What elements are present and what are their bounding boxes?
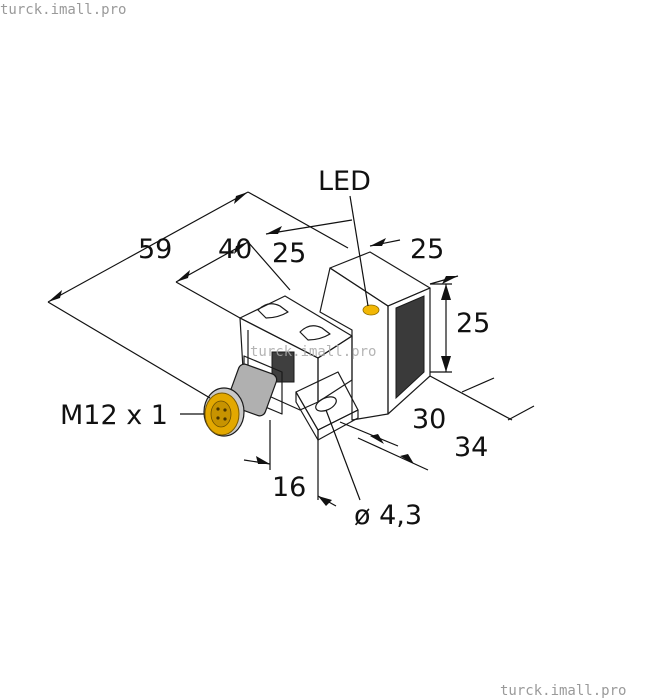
dim-16-arrow-right <box>318 496 332 506</box>
dim-40-arrow-right <box>234 242 248 254</box>
connector-pin-1 <box>216 407 220 411</box>
head-side-bevel <box>395 295 425 400</box>
mounting-lug-side <box>317 409 359 441</box>
connector-pin-3 <box>216 416 220 420</box>
connector-pin-4 <box>223 417 227 421</box>
led-indicator <box>362 304 380 316</box>
label-bracket-length: 40 <box>218 234 252 265</box>
dim-34-ext-bottom <box>357 437 429 471</box>
watermark-top-left: turck.imall.pro <box>0 2 126 18</box>
dim-40-arrow-left <box>176 270 190 282</box>
label-led: LED <box>318 166 371 197</box>
dim-59-arrow-left <box>48 290 62 302</box>
label-connector-offset: 16 <box>272 472 306 503</box>
dim-30-ext-bottom <box>339 421 399 447</box>
dim-40-ext-right <box>247 241 291 291</box>
label-hole-diameter: ø 4,3 <box>354 500 422 531</box>
dim-25-width-arrow-right <box>442 276 458 284</box>
label-depth-34: 34 <box>454 432 488 463</box>
mounting-lug-front <box>295 391 319 441</box>
bracket-slot <box>271 351 295 383</box>
bracket-groove-1 <box>257 303 289 319</box>
watermark-bottom-right: turck.imall.pro <box>500 683 626 699</box>
dim-25-length-line <box>265 219 353 235</box>
sensor-body <box>203 251 431 441</box>
connector-face <box>210 400 232 428</box>
label-total-length: 59 <box>138 234 172 265</box>
dim-34-ext <box>429 375 513 421</box>
led-leader-line <box>349 195 369 307</box>
hole-leader-line <box>325 409 361 501</box>
dim-30-arrow <box>370 434 384 444</box>
dim-30-arrow-line <box>461 377 495 393</box>
dim-25-height-arrow-bottom <box>441 356 451 372</box>
dim-16-arrow-left <box>256 456 270 464</box>
dim-25-width-arrow-left <box>370 238 386 246</box>
watermark-center: turck.imall.pro <box>250 344 376 360</box>
dim-59-ext-left <box>47 301 211 399</box>
dim-59-ext-right <box>247 191 349 249</box>
dim-59-line <box>47 191 249 303</box>
label-head-width: 25 <box>410 234 444 265</box>
dim-59-arrow-right <box>234 192 248 204</box>
label-connector: M12 x 1 <box>60 400 168 431</box>
mounting-lug-top <box>295 371 359 431</box>
dimension-lines <box>47 191 535 507</box>
dim-25-height-arrow-top <box>441 284 451 300</box>
bracket-groove-2 <box>299 325 331 341</box>
label-depth-30: 30 <box>412 404 446 435</box>
dim-34-arrow <box>400 454 414 464</box>
dim-25-length-arrow <box>266 226 282 234</box>
label-head-height: 25 <box>456 308 490 339</box>
dim-40-ext-left <box>175 281 241 319</box>
dimension-labels: LED 59 40 25 25 25 30 34 M12 x 1 16 ø 4,… <box>60 166 490 531</box>
connector-pin-2 <box>223 408 227 412</box>
label-head-length: 25 <box>272 238 306 269</box>
mounting-hole <box>315 396 337 412</box>
dim-34-arrow-line <box>507 405 535 421</box>
